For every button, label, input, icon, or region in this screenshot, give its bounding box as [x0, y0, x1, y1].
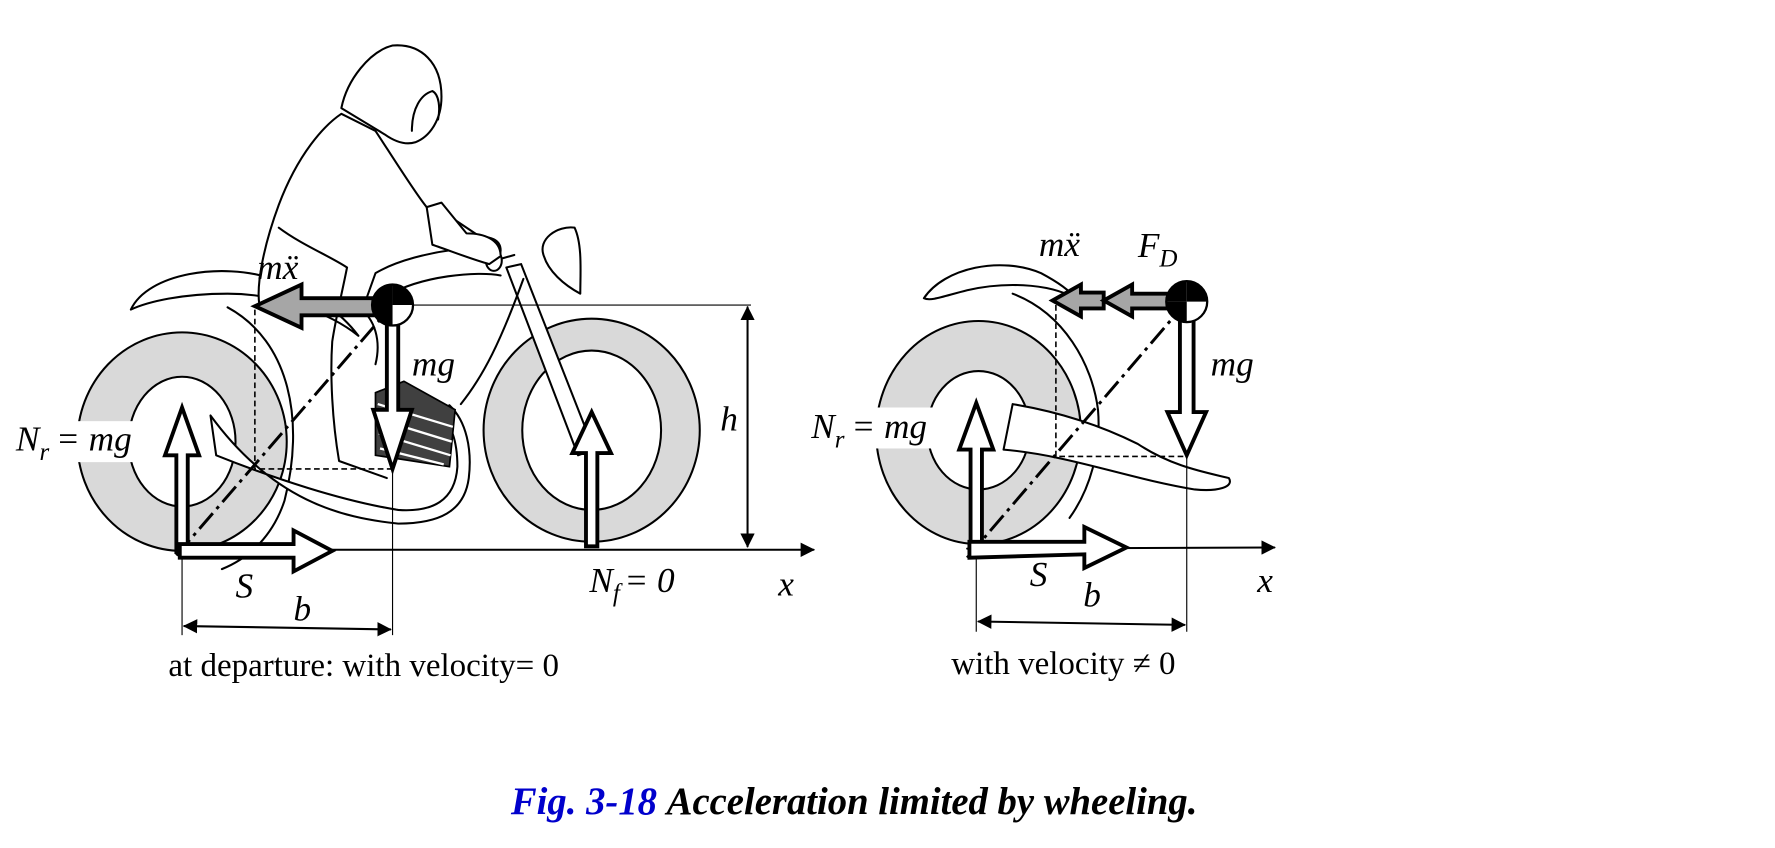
rear-normal-label: Nr= mg — [810, 407, 927, 453]
weight-force-arrow — [370, 319, 415, 476]
rear-fender — [129, 270, 360, 337]
traction-label: S — [1030, 555, 1048, 594]
b-dimension — [977, 614, 1186, 632]
weight-force-arrow — [1164, 316, 1210, 461]
traction-force-arrow — [177, 527, 337, 575]
front-normal-label: Nf= 0 — [588, 561, 675, 607]
rear-normal-label: Nr= mg — [15, 420, 132, 466]
weight-label: mg — [1211, 345, 1254, 384]
distance-label: b — [294, 589, 312, 628]
inertia-label: mẍ — [257, 248, 298, 287]
right-panel: mẍ FD mg Nr= mg S b x with velocity ≠ 0 — [807, 225, 1276, 682]
cg-diagonal — [966, 300, 1188, 559]
center-of-gravity-icon — [1165, 280, 1209, 324]
height-label: h — [720, 399, 738, 438]
b-dimension — [182, 619, 392, 637]
helmet — [340, 44, 443, 145]
weight-label: mg — [412, 345, 455, 384]
inertia-label: mẍ — [1039, 225, 1080, 264]
distance-label: b — [1083, 576, 1101, 615]
figure-number: Fig. 3-18 — [510, 781, 657, 823]
figure-caption: Fig. 3-18 Acceleration limited by wheeli… — [510, 781, 1198, 823]
x-axis-label: x — [1256, 561, 1273, 600]
front-normal-force-arrow — [569, 407, 615, 549]
visor — [410, 90, 441, 132]
label-backdrop — [807, 407, 943, 449]
rear-normal-force-arrow — [162, 401, 202, 554]
figure-title: Acceleration limited by wheeling. — [665, 781, 1198, 823]
left-panel: mẍ mg Nr= mg h S b Nf= 0 x at departure:… — [11, 44, 815, 684]
traction-label: S — [236, 567, 254, 606]
glove — [425, 201, 502, 266]
drag-force-arrow — [1099, 281, 1172, 320]
drag-label: FD — [1137, 226, 1178, 272]
headlight — [541, 226, 582, 295]
frame-line — [459, 277, 525, 406]
rider — [257, 44, 502, 480]
label-backdrop — [11, 421, 146, 463]
cg-diagonal — [175, 304, 394, 557]
center-of-gravity-icon — [370, 283, 415, 327]
inertia-force-arrow — [1048, 281, 1106, 320]
rear-normal-force-arrow — [956, 397, 997, 558]
x-axis-label: x — [777, 564, 794, 603]
left-caption: at departure: with velocity= 0 — [168, 648, 559, 684]
traction-force-arrow — [967, 523, 1131, 572]
rear-fender — [922, 264, 1077, 301]
inertia-force-arrow — [250, 281, 384, 331]
right-caption: with velocity ≠ 0 — [951, 646, 1175, 682]
exhaust-pipe — [1002, 403, 1231, 492]
